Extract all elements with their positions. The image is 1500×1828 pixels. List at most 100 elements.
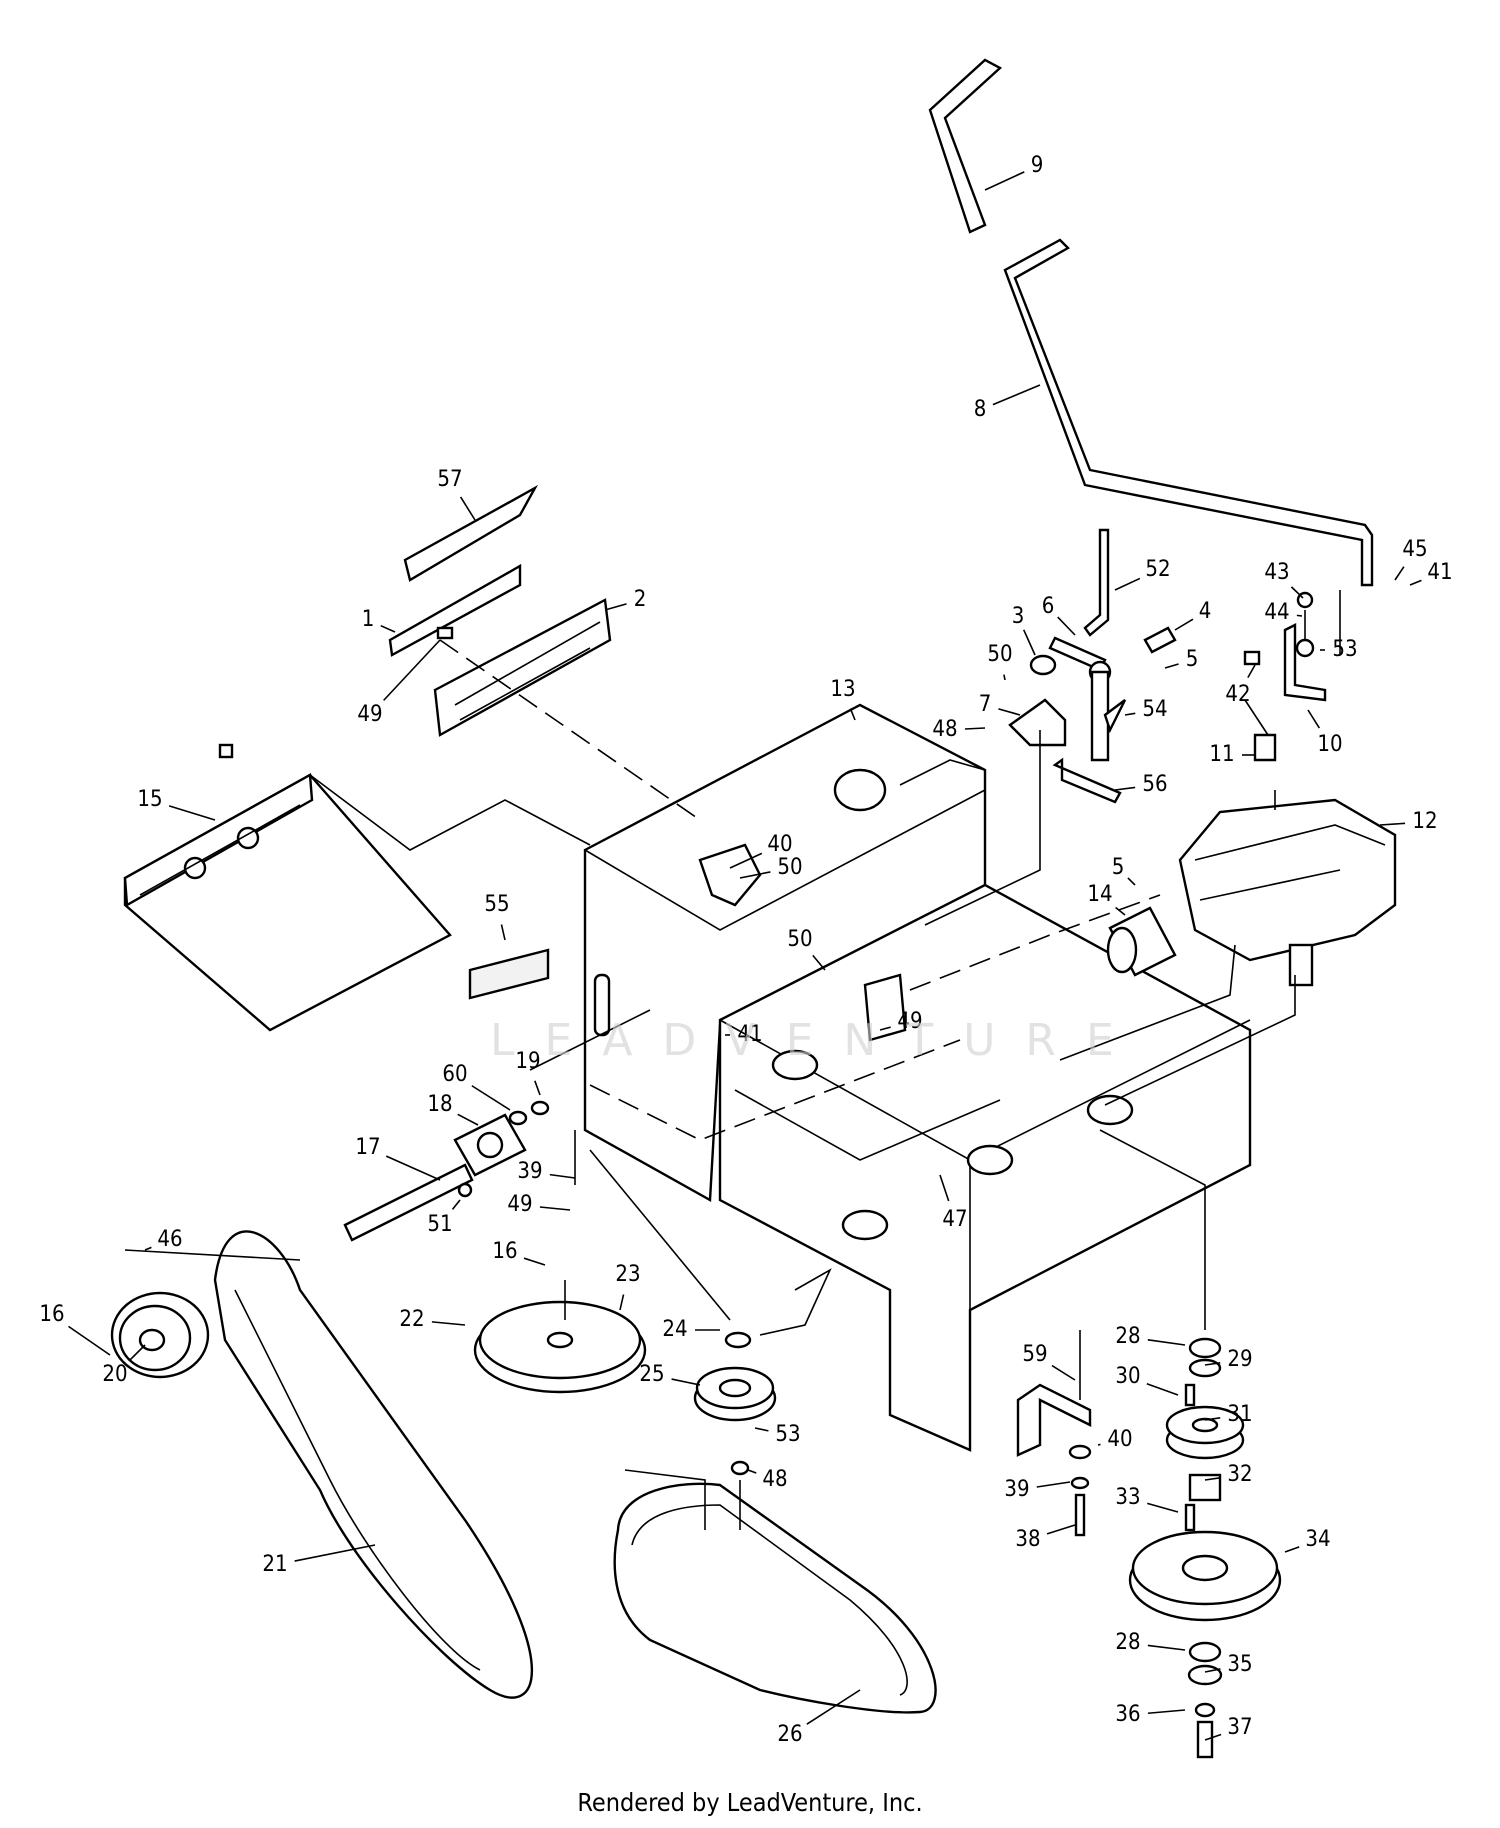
part-4-bolt — [1143, 626, 1177, 654]
part-52-rod — [1083, 528, 1110, 637]
leader-line — [1204, 1477, 1221, 1481]
callout-p15: 15 — [137, 787, 216, 821]
leader-line — [451, 1199, 461, 1210]
leader-line — [471, 1085, 511, 1111]
leader-line — [1174, 618, 1194, 631]
part-label: 59 — [1022, 1342, 1047, 1367]
callout-p16a: 16 — [492, 1239, 546, 1266]
callout-p55: 55 — [484, 892, 510, 941]
part-label: 33 — [1115, 1485, 1140, 1510]
callout-p29: 29 — [1204, 1347, 1253, 1372]
callout-p51: 51 — [427, 1199, 461, 1237]
part-label: 21 — [262, 1552, 287, 1577]
part-label: 16 — [492, 1239, 517, 1264]
part-3-clip — [1029, 654, 1057, 676]
part-label: 6 — [1042, 594, 1055, 619]
callout-p16b: 16 — [39, 1302, 111, 1356]
part-label: 38 — [1015, 1527, 1040, 1552]
leader-line — [1114, 786, 1136, 791]
part-label: 8 — [974, 397, 987, 422]
part-label: 49 — [507, 1192, 532, 1217]
leader-line — [992, 384, 1041, 406]
callout-p52: 52 — [1114, 557, 1171, 591]
callout-p20: 20 — [102, 1344, 146, 1387]
leader-line — [998, 708, 1021, 716]
leader-line — [1204, 1668, 1221, 1673]
callout-p42: 42 — [1225, 664, 1256, 707]
leader-line — [806, 1689, 861, 1725]
leader-line — [754, 1427, 769, 1432]
part-label: 29 — [1227, 1347, 1252, 1372]
leader-line — [1147, 1502, 1179, 1513]
leader-line — [1379, 822, 1406, 826]
callout-p47: 47 — [939, 1174, 968, 1232]
leader-line — [534, 1080, 541, 1096]
part-label: 55 — [484, 892, 509, 917]
part-40-plate — [698, 843, 762, 907]
part-12-transmission — [1178, 798, 1397, 987]
part-label: 17 — [355, 1135, 380, 1160]
leader-line — [1147, 1644, 1186, 1651]
callout-p17: 17 — [355, 1135, 441, 1181]
leader-line — [1307, 709, 1321, 729]
leader-line — [879, 1026, 891, 1031]
leader-line — [457, 1113, 479, 1126]
part-36-nut — [1194, 1702, 1216, 1718]
part-57-panel — [403, 484, 539, 582]
callout-p50c: 50 — [787, 927, 826, 971]
part-6-bracket — [1048, 636, 1112, 762]
part-label: 13 — [830, 677, 855, 702]
callout-p30: 30 — [1115, 1364, 1179, 1396]
callout-p7: 7 — [979, 692, 1021, 717]
part-label: 35 — [1227, 1652, 1252, 1677]
callout-p54: 54 — [1124, 697, 1168, 722]
part-26-belt — [613, 1482, 937, 1714]
callout-p24: 24 — [662, 1317, 720, 1342]
part-25-idler-pulley — [693, 1366, 777, 1422]
part-8-handle — [1003, 238, 1374, 587]
callout-p4: 4 — [1174, 599, 1211, 631]
part-label: 51 — [427, 1212, 452, 1237]
leader-line — [500, 924, 506, 941]
part-9-handle-grip — [928, 58, 1003, 234]
callout-p8: 8 — [974, 384, 1041, 422]
callout-p5b: 5 — [1112, 855, 1136, 886]
callout-p13: 13 — [830, 677, 856, 721]
part-label: 5 — [1112, 855, 1125, 880]
part-label: 2 — [634, 587, 647, 612]
part-label: 40 — [1107, 1427, 1132, 1452]
part-1-decal — [388, 563, 522, 657]
leader-line — [1147, 1709, 1186, 1715]
part-label: 7 — [979, 692, 992, 717]
leader-line — [671, 1378, 701, 1386]
callout-p26: 26 — [777, 1689, 861, 1747]
leader-line — [383, 639, 441, 701]
leader-line — [431, 1321, 466, 1326]
callout-p40a: 40 — [729, 832, 793, 869]
callout-p31: 31 — [1204, 1402, 1253, 1427]
part-39-washer — [1070, 1476, 1090, 1490]
credit-text: Rendered by LeadVenture, Inc. — [577, 1788, 923, 1817]
watermark: LEADVENTURE — [490, 1015, 1144, 1066]
part-label: 15 — [137, 787, 162, 812]
part-19-ring — [530, 1100, 550, 1116]
leader-line — [939, 1174, 950, 1202]
part-label: 11 — [1209, 742, 1234, 767]
leader-line — [1409, 579, 1422, 586]
part-label: 24 — [662, 1317, 687, 1342]
callout-p50b: 50 — [739, 855, 803, 880]
part-label: 60 — [442, 1062, 467, 1087]
part-54-pin — [1103, 699, 1127, 734]
leader-line — [523, 1257, 546, 1266]
part-label: 3 — [1012, 604, 1025, 629]
part-60-ring — [508, 1110, 528, 1126]
leader-line — [739, 871, 771, 879]
leader-line — [729, 852, 763, 869]
callout-p41a: 41 — [1409, 560, 1453, 586]
callout-p5a: 5 — [1164, 647, 1198, 672]
callout-p57: 57 — [437, 467, 476, 521]
leader-line — [604, 603, 627, 611]
callout-p46: 46 — [144, 1227, 183, 1252]
part-label: 50 — [987, 642, 1012, 667]
